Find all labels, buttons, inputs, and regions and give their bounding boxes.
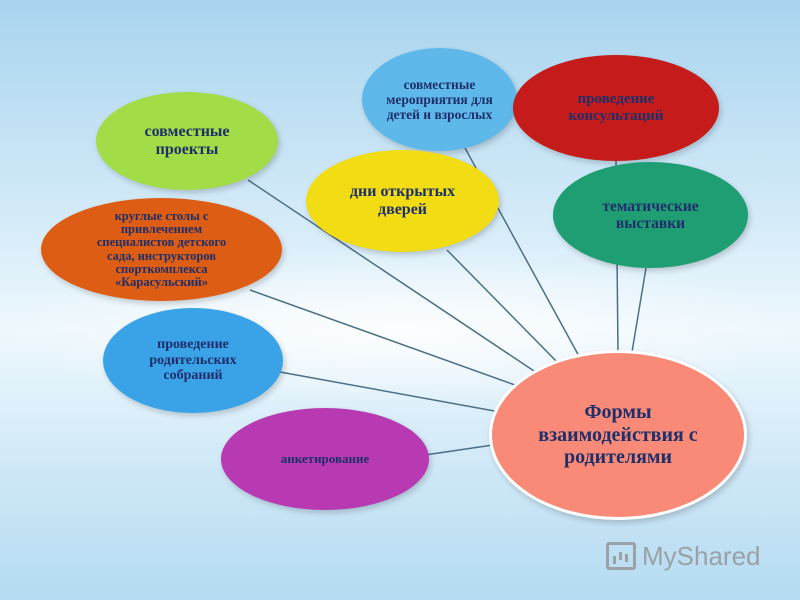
- node-thematic-exhibitions: тематические выставки: [553, 162, 748, 268]
- watermark-text: MyShared: [642, 540, 761, 571]
- presentation-icon: [606, 542, 636, 570]
- node-joint-projects-label: совместные проекты: [144, 123, 230, 158]
- node-parent-meetings: проведение родительских собраний: [103, 308, 283, 413]
- node-round-tables: круглые столы с привлечением специалисто…: [41, 198, 282, 301]
- node-joint-events-label: совместные мероприятия для детей и взрос…: [386, 76, 493, 123]
- connector-parent-meetings: [279, 371, 501, 413]
- connector-questionnaire: [424, 444, 494, 456]
- node-consultations-label: проведение консультаций: [568, 91, 664, 124]
- connector-thematic-exhibitions: [631, 267, 647, 353]
- node-thematic-exhibitions-label: тематические выставки: [602, 197, 699, 232]
- node-open-days-label: дни открытых дверей: [349, 183, 456, 218]
- connector-round-tables: [249, 289, 516, 386]
- node-joint-projects: совместные проекты: [96, 92, 278, 190]
- node-consultations: проведение консультаций: [513, 55, 719, 161]
- node-joint-events: совместные мероприятия для детей и взрос…: [362, 48, 517, 151]
- node-questionnaire-label: анкетирование: [280, 450, 370, 466]
- connector-open-days: [446, 249, 561, 366]
- node-parent-meetings-label: проведение родительских собраний: [149, 336, 237, 384]
- node-round-tables-label: круглые столы с привлечением специалисто…: [96, 209, 227, 289]
- node-questionnaire: анкетирование: [221, 408, 429, 510]
- node-center: Формы взаимодействия с родителями: [489, 350, 747, 520]
- watermark: MyShared: [606, 536, 761, 576]
- connector-joint-projects: [247, 179, 541, 376]
- node-open-days: дни открытых дверей: [306, 150, 499, 252]
- node-center-label: Формы взаимодействия с родителями: [538, 401, 698, 469]
